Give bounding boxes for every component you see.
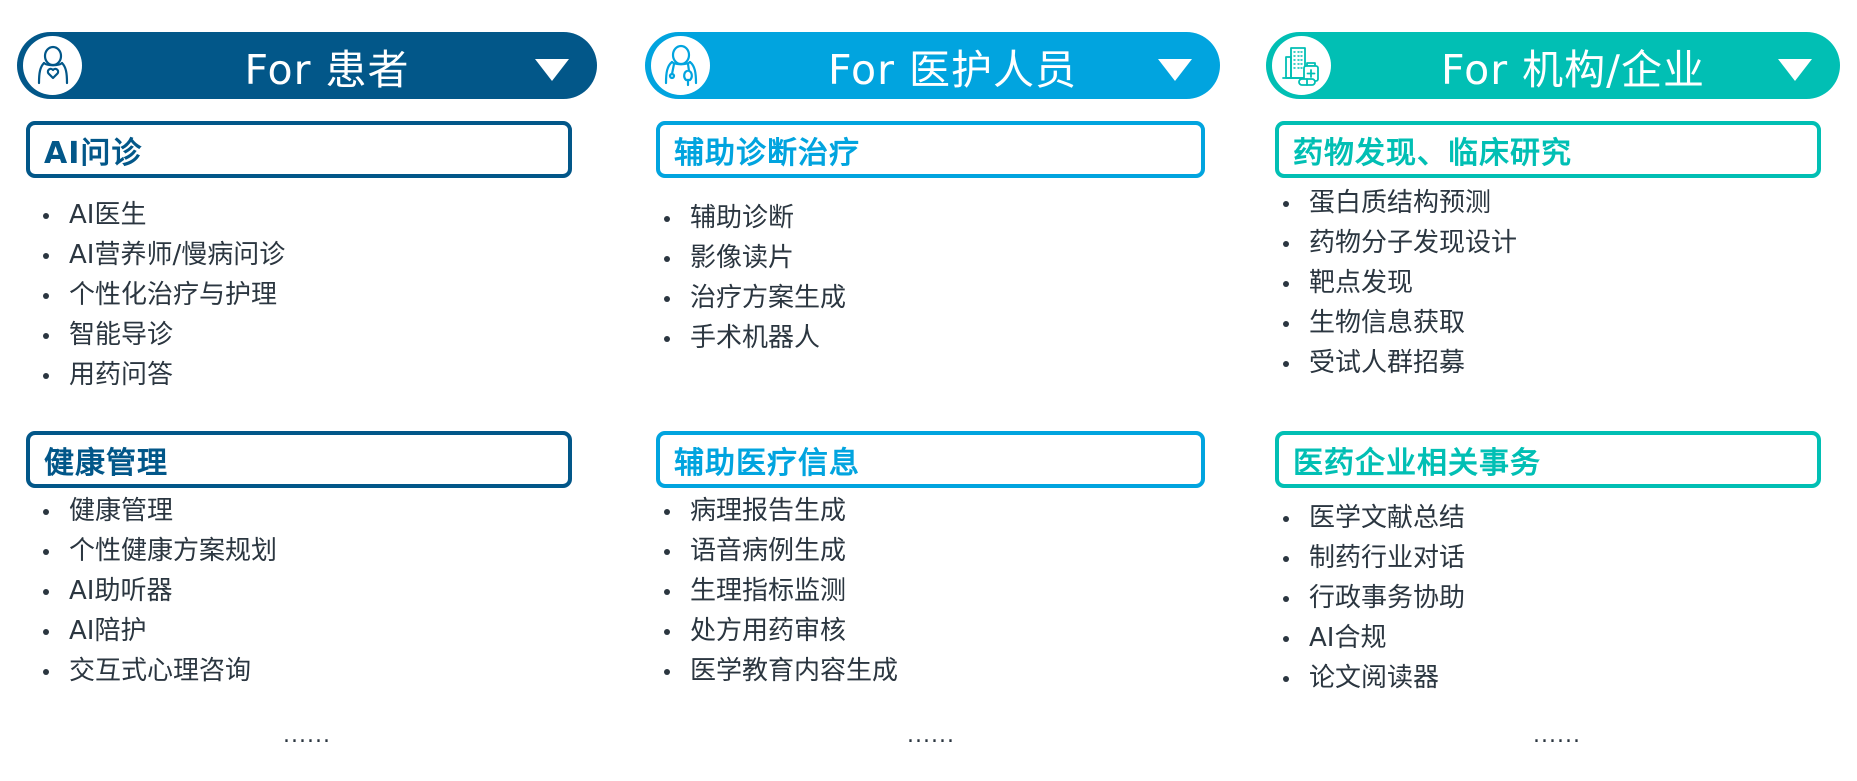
list-item: 交互式心理咨询	[26, 651, 277, 691]
list-item: 手术机器人	[647, 318, 846, 358]
section-title: 药物发现、临床研究	[1293, 135, 1572, 171]
section-title: 健康管理	[44, 445, 168, 481]
doctor-stethoscope-icon	[651, 36, 710, 95]
list-drug-discovery: 蛋白质结构预测 药物分子发现设计 靶点发现 生物信息获取 受试人群招募	[1266, 183, 1517, 383]
list-item: 智能导诊	[26, 315, 285, 355]
section-title: 医药企业相关事务	[1293, 445, 1541, 481]
list-item: AI医生	[26, 195, 285, 235]
section-ai-consultation: AI问诊	[26, 121, 572, 178]
header-title: For 机构/企业	[1441, 45, 1705, 94]
more-ellipsis: ......	[283, 723, 331, 748]
section-health-management: 健康管理	[26, 431, 572, 488]
list-item: 处方用药审核	[647, 611, 898, 651]
section-title: 辅助医疗信息	[674, 445, 860, 481]
section-title: 辅助诊断治疗	[674, 135, 860, 171]
list-medical-information: 病理报告生成 语音病例生成 生理指标监测 处方用药审核 医学教育内容生成	[647, 491, 898, 691]
list-item: 语音病例生成	[647, 531, 898, 571]
section-assisted-diagnosis: 辅助诊断治疗	[656, 121, 1205, 178]
list-item: AI陪护	[26, 611, 277, 651]
list-item: 健康管理	[26, 491, 277, 531]
header-medical-staff[interactable]: For 医护人员	[645, 32, 1220, 99]
list-item: 用药问答	[26, 355, 285, 395]
section-pharma-affairs: 医药企业相关事务	[1275, 431, 1821, 488]
patient-heart-icon	[23, 36, 82, 95]
column-institutions: For 机构/企业 药物发现、临床研究 蛋白质结构预测 药物分子发现设计 靶点发…	[1249, 0, 1849, 781]
list-assisted-diagnosis: 辅助诊断 影像读片 治疗方案生成 手术机器人	[647, 198, 846, 358]
list-pharma-affairs: 医学文献总结 制药行业对话 行政事务协助 AI合规 论文阅读器	[1266, 498, 1465, 698]
hospital-building-medicine-icon	[1272, 36, 1331, 95]
list-item: 论文阅读器	[1266, 658, 1465, 698]
list-item: AI合规	[1266, 618, 1465, 658]
header-title: For 患者	[244, 45, 410, 94]
list-health-management: 健康管理 个性健康方案规划 AI助听器 AI陪护 交互式心理咨询	[26, 491, 277, 691]
list-item: 病理报告生成	[647, 491, 898, 531]
list-item: 治疗方案生成	[647, 278, 846, 318]
list-item: AI助听器	[26, 571, 277, 611]
list-item: 医学文献总结	[1266, 498, 1465, 538]
dropdown-triangle-icon[interactable]	[1158, 59, 1192, 81]
list-item: 蛋白质结构预测	[1266, 183, 1517, 223]
list-item: 生物信息获取	[1266, 303, 1517, 343]
list-item: 靶点发现	[1266, 263, 1517, 303]
column-medical-staff: For 医护人员 辅助诊断治疗 辅助诊断 影像读片 治疗方案生成 手术机器人 辅…	[628, 0, 1228, 781]
section-medical-information: 辅助医疗信息	[656, 431, 1205, 488]
list-item: 影像读片	[647, 238, 846, 278]
list-item: 医学教育内容生成	[647, 651, 898, 691]
list-ai-consultation: AI医生 AI营养师/慢病问诊 个性化治疗与护理 智能导诊 用药问答	[26, 195, 285, 395]
list-item: AI营养师/慢病问诊	[26, 235, 285, 275]
list-item: 受试人群招募	[1266, 343, 1517, 383]
section-drug-discovery: 药物发现、临床研究	[1275, 121, 1821, 178]
list-item: 制药行业对话	[1266, 538, 1465, 578]
list-item: 个性化治疗与护理	[26, 275, 285, 315]
header-institutions[interactable]: For 机构/企业	[1266, 32, 1840, 99]
more-ellipsis: ......	[907, 723, 955, 748]
more-ellipsis: ......	[1533, 723, 1581, 748]
list-item: 个性健康方案规划	[26, 531, 277, 571]
dropdown-triangle-icon[interactable]	[1778, 59, 1812, 81]
list-item: 辅助诊断	[647, 198, 846, 238]
section-title: AI问诊	[44, 135, 143, 171]
header-title: For 医护人员	[827, 45, 1078, 94]
list-item: 生理指标监测	[647, 571, 898, 611]
column-patients: For 患者 AI问诊 AI医生 AI营养师/慢病问诊 个性化治疗与护理 智能导…	[0, 0, 600, 781]
dropdown-triangle-icon[interactable]	[535, 59, 569, 81]
header-patients[interactable]: For 患者	[17, 32, 597, 99]
list-item: 药物分子发现设计	[1266, 223, 1517, 263]
list-item: 行政事务协助	[1266, 578, 1465, 618]
